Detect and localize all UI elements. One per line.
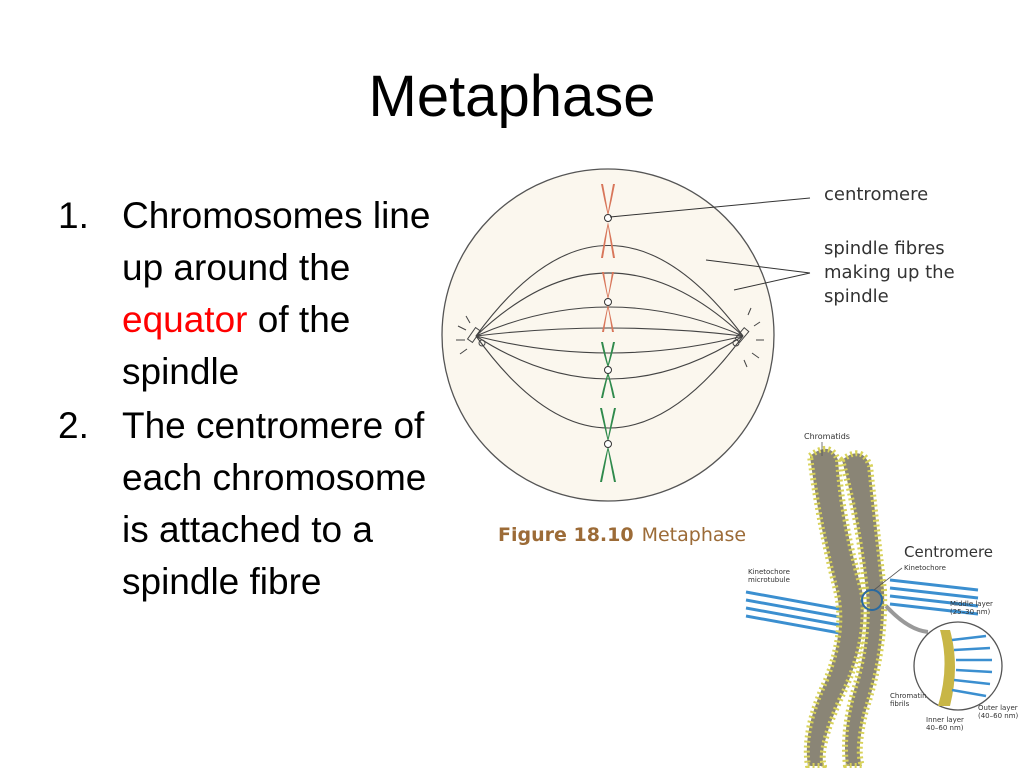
label-centromere: centromere [824,184,928,205]
caption-bold: Figure 18.10 [498,524,634,546]
label-spindle-fibres-1: spindle fibres [824,238,945,259]
chromosome-1 [601,184,615,258]
bullet-number: 2. [58,405,89,446]
chromosome-2 [602,272,614,332]
label-inner-layer-1: Inner layer [926,716,964,724]
bullet-item-2: 2. The centromere of each chromosome is … [58,400,438,608]
label-chromatids: Chromatids [804,432,850,441]
label-spindle-fibres-3: spindle [824,286,889,307]
spindle-fibres [475,244,744,429]
label-outer-layer-1: Outer layer [978,704,1018,712]
kinetochore-circle [861,589,883,611]
slide-title: Metaphase [368,64,656,129]
bullet-text: Chromosomes line up around the [122,195,431,288]
label-chromatin-1: Chromatin [890,692,927,700]
metaphase-figure: centromere spindle fibres making up the … [438,160,1024,768]
cell-outline [441,168,775,502]
label-microtubule-1: Kinetochore [748,568,790,576]
chromosome-detail: Chromatids Centromere Kinetochore Kineto… [745,432,1019,768]
left-centriole [456,315,486,355]
caption-text: Metaphase [642,524,747,546]
zoom-circle [913,621,1003,711]
bullet-list: 1. Chromosomes line up around the equato… [58,190,438,610]
chromosome-3 [601,342,615,398]
label-spindle-fibres-2: making up the [824,262,955,283]
kinetochore-leader [873,567,903,591]
bullet-number: 1. [58,195,89,236]
label-middle-layer-2: (25–30 nm) [950,608,991,616]
bullet-item-1: 1. Chromosomes line up around the equato… [58,190,438,398]
label-detail-centromere: Centromere [904,543,993,561]
label-microtubule-2: microtubule [748,576,790,584]
figure-caption: Figure 18.10 Metaphase [498,524,746,546]
zoom-microtubules [951,634,993,698]
label-middle-layer-1: Middle layer [950,600,993,608]
label-chromatin-2: fibrils [890,700,910,708]
bullet-text: The centromere of each chromosome is att… [122,405,427,602]
label-outer-layer-2: (40–60 nm) [978,712,1019,720]
zoom-chromatin [938,630,955,706]
chromosome-4 [600,408,616,482]
zoom-arrow [884,604,929,634]
metaphase-diagram: centromere spindle fibres making up the … [441,168,1019,768]
highlight-equator: equator [122,299,248,340]
chromatid-left [803,446,867,768]
leader-lines [609,197,811,291]
right-centriole [732,307,764,368]
label-kinetochore: Kinetochore [904,564,946,572]
label-inner-layer-2: 40–60 nm) [926,724,964,732]
bullet-text: of the spindle [122,299,351,392]
chromatid-right [839,450,888,768]
kinetochore-microtubules [745,578,979,638]
